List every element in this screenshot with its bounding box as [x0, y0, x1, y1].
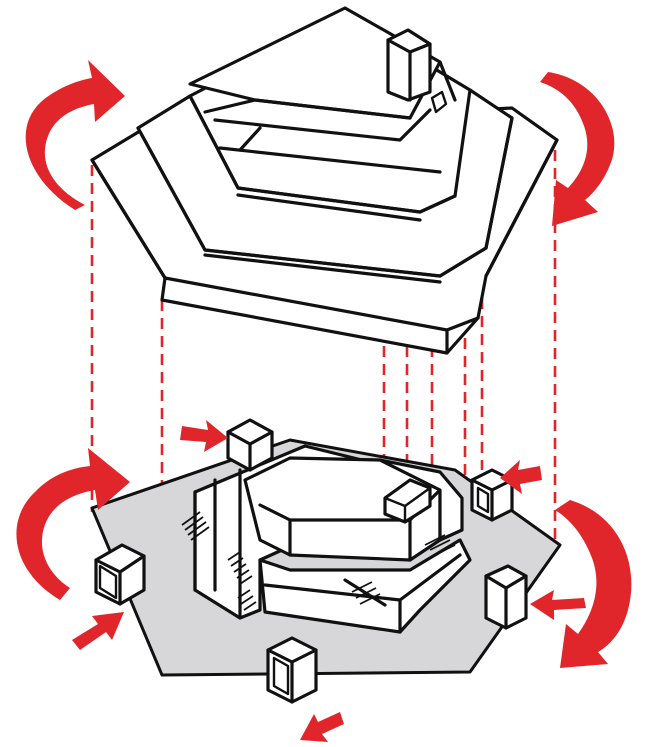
curved-arrow-bottom-left-icon — [16, 448, 130, 600]
pavilion-right — [470, 468, 514, 522]
entry-arrow-bottom-icon — [300, 712, 344, 742]
building-skylight — [383, 478, 432, 524]
entry-arrow-top-icon — [180, 420, 228, 452]
curved-arrow-top-right-icon — [540, 72, 615, 226]
building-right-block — [378, 458, 464, 542]
straight-entry-arrows — [72, 420, 586, 742]
pavilion-top — [226, 418, 274, 472]
curved-arrow-bottom-right-icon — [555, 500, 632, 668]
pavilion-bottom-right — [484, 564, 528, 630]
staircases — [181, 511, 456, 611]
pavilion-bottom — [266, 636, 318, 704]
curved-rotation-arrows — [16, 60, 632, 668]
entry-arrow-right-icon — [500, 460, 542, 494]
curved-arrow-top-left-icon — [25, 60, 125, 210]
pavilion-left — [94, 543, 146, 606]
cube-pavilions — [94, 418, 528, 704]
entry-arrow-left-icon — [72, 612, 124, 650]
stepped-hexagonal-roof — [90, 6, 559, 355]
entry-arrow-bottom-right-icon — [530, 590, 586, 620]
terraced-building — [181, 444, 472, 634]
